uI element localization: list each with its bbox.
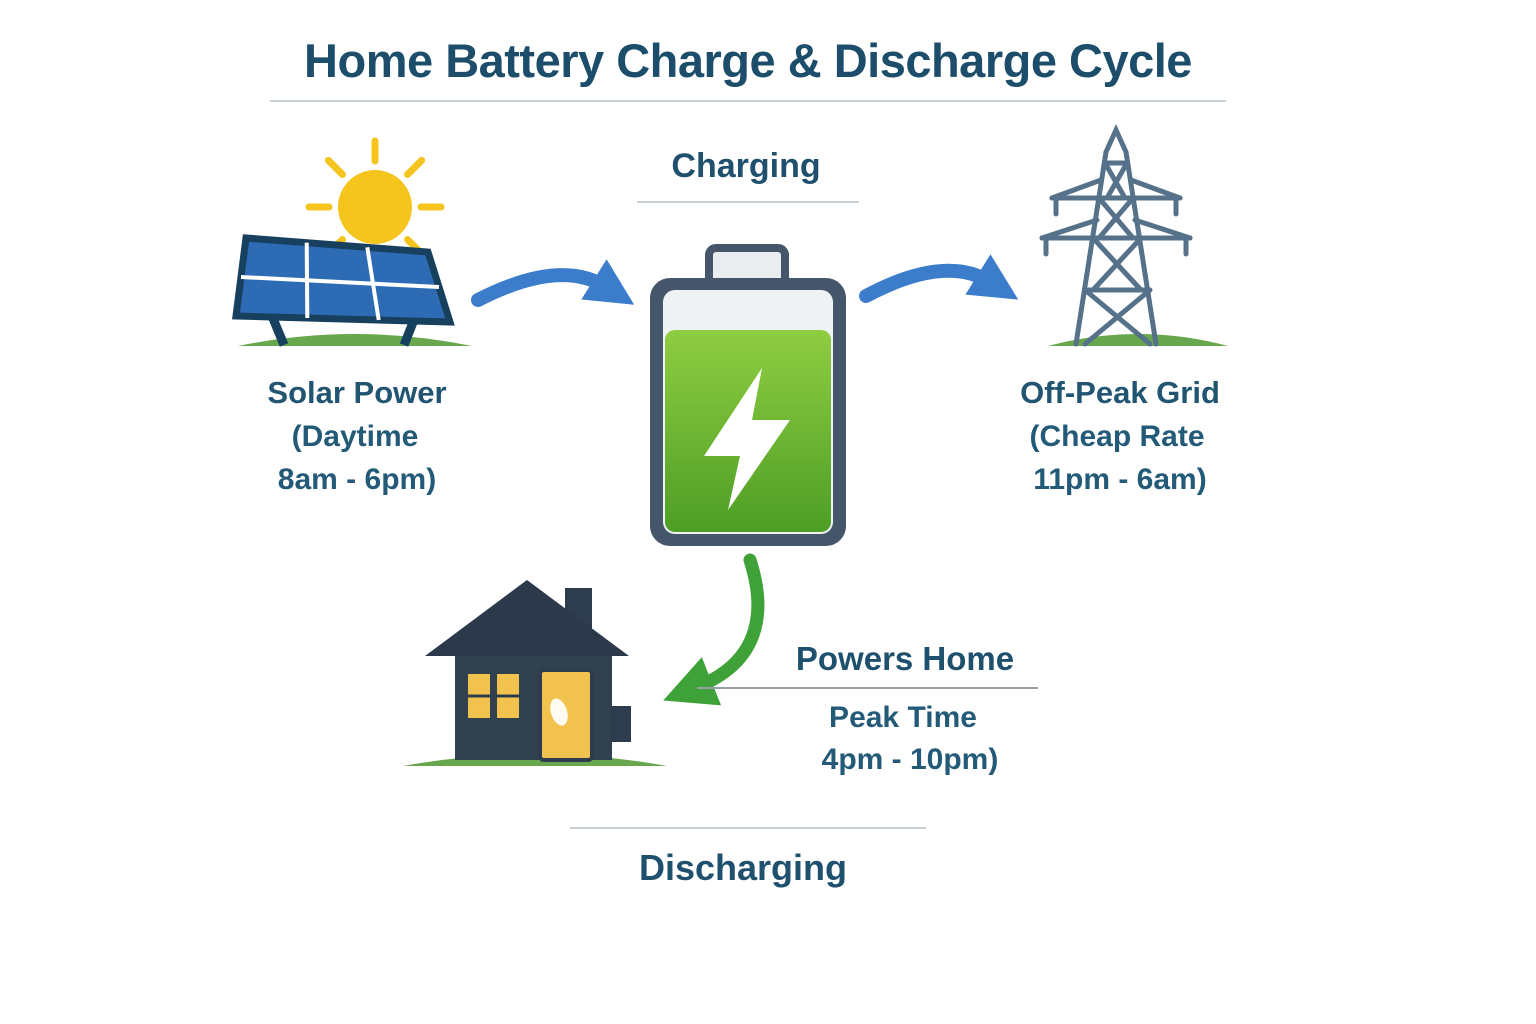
solar-power-subline-2: 8am - 6pm) bbox=[277, 463, 437, 496]
powers-home-label: Powers Home bbox=[795, 640, 1015, 677]
charging-underline bbox=[637, 201, 859, 203]
off-peak-grid-subline-1: (Cheap Rate bbox=[1029, 420, 1205, 453]
powers-home-underline bbox=[697, 687, 1038, 689]
house-icon bbox=[425, 580, 631, 762]
solar-to-battery-arrow bbox=[471, 259, 635, 307]
lightning-bolt-icon bbox=[704, 368, 790, 510]
charging-label: Charging bbox=[671, 147, 821, 185]
solar-power-subline-1: (Daytime bbox=[291, 420, 419, 453]
solar-power-label: Solar Power bbox=[267, 375, 447, 410]
discharging-topline bbox=[570, 827, 926, 829]
title-underline bbox=[270, 100, 1226, 102]
battery-to-grid-arrow bbox=[859, 254, 1019, 303]
solar-panel-icon bbox=[232, 234, 455, 347]
powers-home-subline-1: Peak Time bbox=[829, 701, 977, 734]
discharging-label: Discharging bbox=[638, 847, 848, 888]
battery-to-home-arrow bbox=[663, 553, 765, 706]
page-title: Home Battery Charge & Discharge Cycle bbox=[304, 34, 1192, 87]
off-peak-grid-label: Off-Peak Grid bbox=[1020, 375, 1220, 410]
transmission-tower-icon bbox=[1039, 123, 1193, 347]
grass-mound-solar bbox=[238, 334, 472, 346]
off-peak-grid-subline-2: 11pm - 6am) bbox=[1033, 463, 1207, 496]
battery-icon bbox=[650, 244, 846, 546]
powers-home-subline-2: 4pm - 10pm) bbox=[821, 743, 999, 776]
